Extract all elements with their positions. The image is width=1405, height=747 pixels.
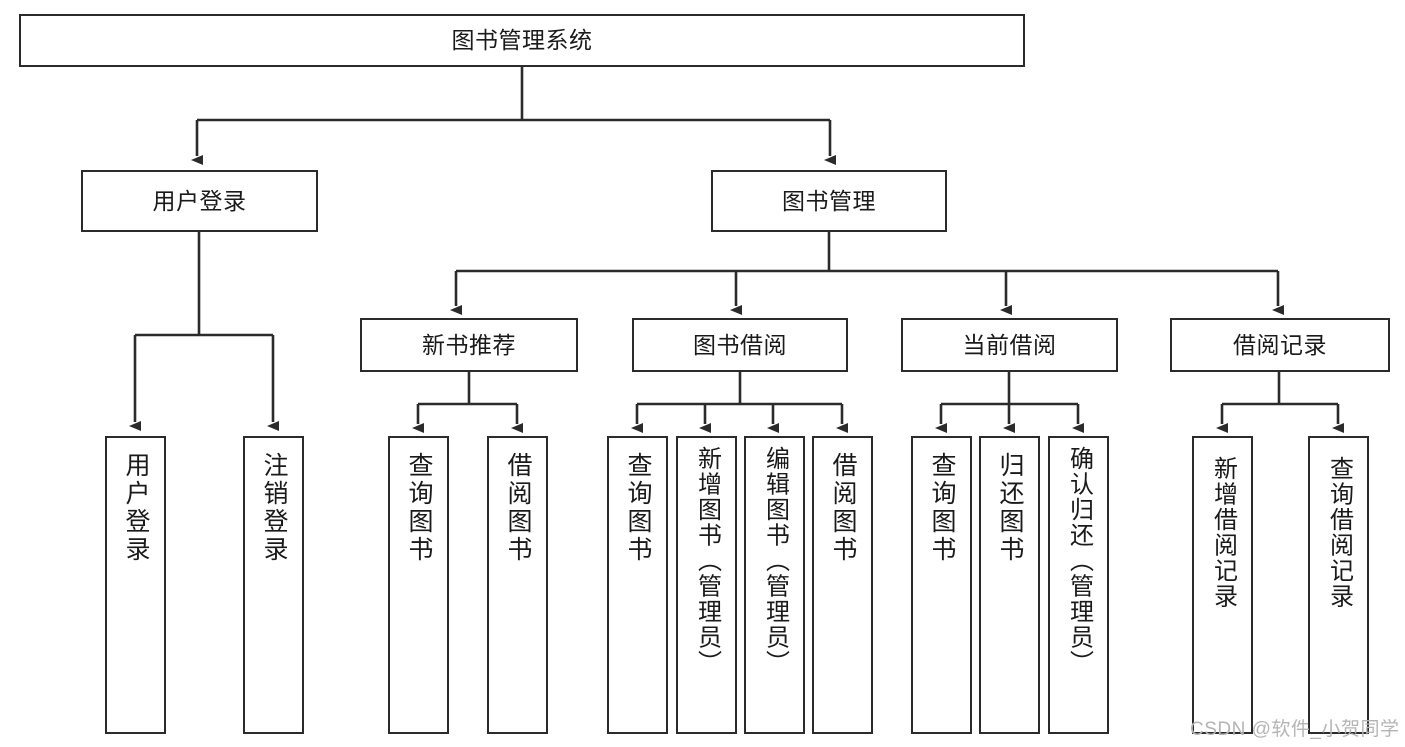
node-borrow-record-label: 借阅记录 (1233, 331, 1327, 358)
node-root-label: 图书管理系统 (451, 27, 593, 53)
node-root[interactable]: 图书管理系统 (19, 14, 1025, 67)
node-user-login-label: 用户登录 (152, 187, 247, 214)
node-current-borrow-label: 当前借阅 (962, 331, 1057, 358)
node-borrow-record[interactable]: 借阅记录 (1170, 318, 1390, 372)
leaf-logout-login-label: 注销登录 (260, 452, 288, 564)
node-new-book-recommend-label: 新书推荐 (422, 331, 516, 358)
leaf-confirm-return-label: 确认归还（管理员） (1065, 446, 1093, 676)
node-current-borrow[interactable]: 当前借阅 (901, 318, 1118, 372)
leaf-query-book-3[interactable]: 查询图书 (911, 436, 972, 734)
leaf-query-borrow-record-label: 查询借阅记录 (1325, 456, 1353, 609)
leaf-query-borrow-record[interactable]: 查询借阅记录 (1308, 436, 1369, 734)
leaf-query-book-2[interactable]: 查询图书 (607, 436, 668, 734)
leaf-borrow-book-1-label: 借阅图书 (504, 452, 532, 564)
leaf-query-book-3-label: 查询图书 (928, 452, 956, 564)
leaf-borrow-book-2[interactable]: 借阅图书 (812, 436, 873, 734)
node-user-login[interactable]: 用户登录 (81, 170, 318, 232)
leaf-add-borrow-record[interactable]: 新增借阅记录 (1192, 436, 1253, 734)
node-new-book-recommend[interactable]: 新书推荐 (360, 318, 578, 372)
leaf-query-book-1-label: 查询图书 (405, 452, 433, 564)
leaf-user-login-label: 用户登录 (122, 452, 150, 564)
node-book-management-label: 图书管理 (782, 187, 876, 214)
leaf-logout-login[interactable]: 注销登录 (243, 436, 304, 734)
node-book-management[interactable]: 图书管理 (711, 170, 947, 232)
leaf-add-book[interactable]: 新增图书（管理员） (676, 436, 737, 734)
leaf-add-borrow-record-label: 新增借阅记录 (1209, 456, 1237, 609)
leaf-add-book-label: 新增图书（管理员） (693, 446, 721, 676)
leaf-edit-book-label: 编辑图书（管理员） (761, 446, 789, 676)
leaf-query-book-2-label: 查询图书 (624, 452, 652, 564)
leaf-user-login[interactable]: 用户登录 (105, 436, 166, 734)
leaf-borrow-book-2-label: 借阅图书 (829, 452, 857, 564)
node-book-borrow[interactable]: 图书借阅 (632, 318, 848, 372)
leaf-query-book-1[interactable]: 查询图书 (388, 436, 449, 734)
leaf-borrow-book-1[interactable]: 借阅图书 (487, 436, 548, 734)
leaf-confirm-return[interactable]: 确认归还（管理员） (1048, 436, 1109, 734)
leaf-return-book[interactable]: 归还图书 (979, 436, 1040, 734)
node-book-borrow-label: 图书借阅 (693, 331, 787, 358)
leaf-edit-book[interactable]: 编辑图书（管理员） (744, 436, 805, 734)
leaf-return-book-label: 归还图书 (996, 452, 1024, 564)
watermark-text: CSDN @软件_小贺同学 (1190, 719, 1400, 740)
